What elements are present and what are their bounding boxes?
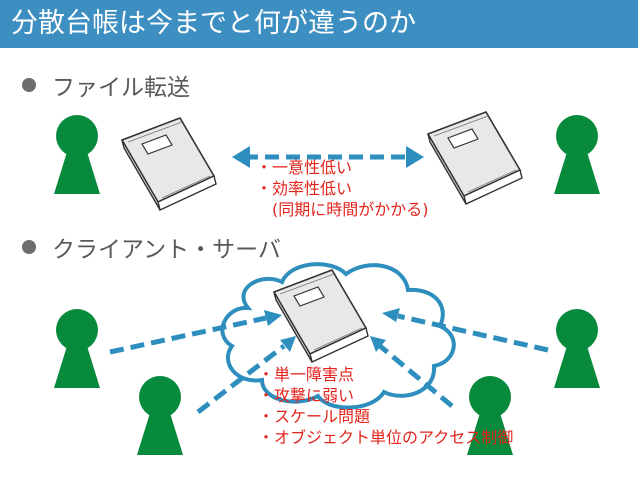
arrowhead-icon xyxy=(232,146,250,168)
note-line: (同期に時間がかかる) xyxy=(256,200,429,219)
person-icon xyxy=(554,309,600,388)
dashed-arrow-icon xyxy=(109,315,267,355)
bullet-dot-icon xyxy=(22,240,36,254)
note-line: ・単一障害点 xyxy=(258,365,355,384)
person-icon xyxy=(137,376,183,455)
person-icon xyxy=(554,115,600,194)
arrowhead-icon xyxy=(264,310,282,326)
slide-title: 分散台帳は今までと何が違うのか xyxy=(0,0,638,48)
bullet-client-server: クライアント・サーバ xyxy=(22,230,281,264)
bullet-file-transfer: ファイル転送 xyxy=(22,68,190,102)
arrowhead-icon xyxy=(280,336,296,352)
person-icon xyxy=(54,309,100,388)
ledger-book-icon xyxy=(427,111,523,205)
file-transfer-notes: ・一意性低い ・効率性低い (同期に時間がかかる) xyxy=(256,157,429,220)
dashed-arrow-icon xyxy=(196,344,286,414)
note-line: ・スケール問題 xyxy=(258,407,371,426)
dashed-arrow-icon xyxy=(378,344,454,408)
bullet-dot-icon xyxy=(22,78,36,92)
ledger-book-icon xyxy=(121,117,217,211)
dashed-arrow-icon xyxy=(397,313,549,353)
note-line: ・攻撃に弱い xyxy=(258,386,355,405)
note-line: ・効率性低い xyxy=(256,179,353,198)
note-line: ・オブジェクト単位のアクセス制御 xyxy=(258,428,514,447)
client-server-notes: ・単一障害点 ・攻撃に弱い ・スケール問題 ・オブジェクト単位のアクセス制御 xyxy=(258,364,513,448)
person-icon xyxy=(54,115,100,194)
bullet-file-transfer-label: ファイル転送 xyxy=(52,75,190,101)
note-line: ・一意性低い xyxy=(256,158,353,177)
arrowhead-icon xyxy=(370,336,386,352)
bullet-client-server-label: クライアント・サーバ xyxy=(52,237,281,263)
arrowhead-icon xyxy=(382,308,400,322)
arrowhead-icon xyxy=(406,146,424,168)
